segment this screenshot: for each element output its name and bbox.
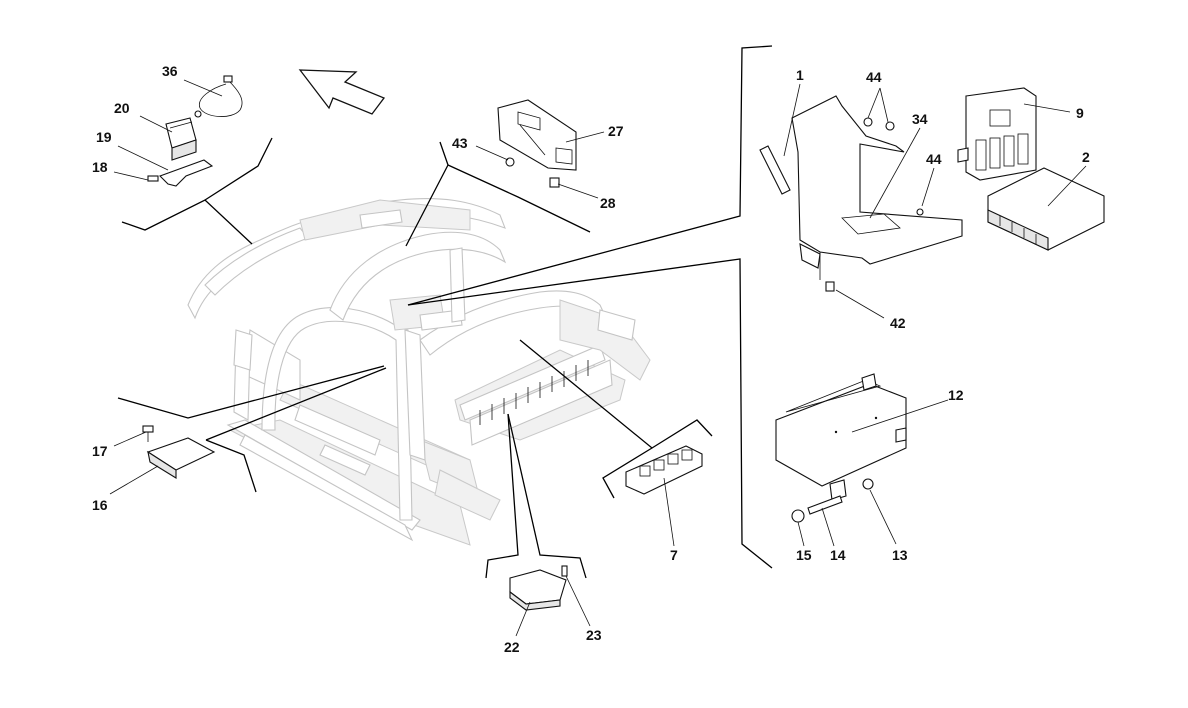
screw-part-18 <box>147 175 159 182</box>
callout-44-top: 44 <box>866 69 882 85</box>
callout-1: 1 <box>796 67 804 83</box>
vehicle-body-frame <box>187 198 651 546</box>
callout-numbers: 1 2 7 9 12 13 14 15 16 17 18 19 20 22 23… <box>92 63 1090 655</box>
callout-leaders <box>109 79 1087 637</box>
callout-23: 23 <box>586 627 602 643</box>
callout-28: 28 <box>600 195 616 211</box>
bracket-part-27 <box>497 99 577 171</box>
bracket-part-19 <box>159 159 214 187</box>
connector-block-part-7 <box>625 445 703 495</box>
bolt-part-14 <box>807 495 843 515</box>
callout-13: 13 <box>892 547 908 563</box>
nut-part-43 <box>505 157 515 167</box>
screw-part-42 <box>825 281 835 292</box>
fuse-box-part-9 <box>957 87 1037 181</box>
callout-15: 15 <box>796 547 812 563</box>
direction-arrow <box>298 69 386 115</box>
nuts-part-44 <box>863 117 924 216</box>
callout-36: 36 <box>162 63 178 79</box>
callout-22: 22 <box>504 639 520 655</box>
callout-14: 14 <box>830 547 846 563</box>
rod-part-1 <box>759 145 791 195</box>
callout-44-side: 44 <box>926 151 942 167</box>
ecu-part-12 <box>775 373 907 501</box>
screw-part-17 <box>142 425 154 442</box>
callout-9: 9 <box>1076 105 1084 121</box>
washer-part-13 <box>862 478 874 490</box>
callout-7: 7 <box>670 547 678 563</box>
mounting-bracket-part-34 <box>791 95 963 280</box>
callout-16: 16 <box>92 497 108 513</box>
control-unit-part-2 <box>987 167 1105 251</box>
callout-18: 18 <box>92 159 108 175</box>
callout-43: 43 <box>452 135 468 151</box>
callout-20: 20 <box>114 100 130 116</box>
antenna-cable-part-36 <box>194 75 243 118</box>
callout-27: 27 <box>608 123 624 139</box>
nut-part-28 <box>549 177 560 188</box>
callout-17: 17 <box>92 443 108 459</box>
callout-42: 42 <box>890 315 906 331</box>
screw-part-23 <box>561 565 568 577</box>
module-part-22 <box>509 569 567 611</box>
nut-part-15 <box>791 509 805 523</box>
callout-34: 34 <box>912 111 928 127</box>
leader-lines <box>117 45 773 579</box>
sensor-module-part-16 <box>146 437 216 479</box>
module-part-20 <box>165 117 197 161</box>
callout-2: 2 <box>1082 149 1090 165</box>
callout-19: 19 <box>96 129 112 145</box>
callout-12: 12 <box>948 387 964 403</box>
